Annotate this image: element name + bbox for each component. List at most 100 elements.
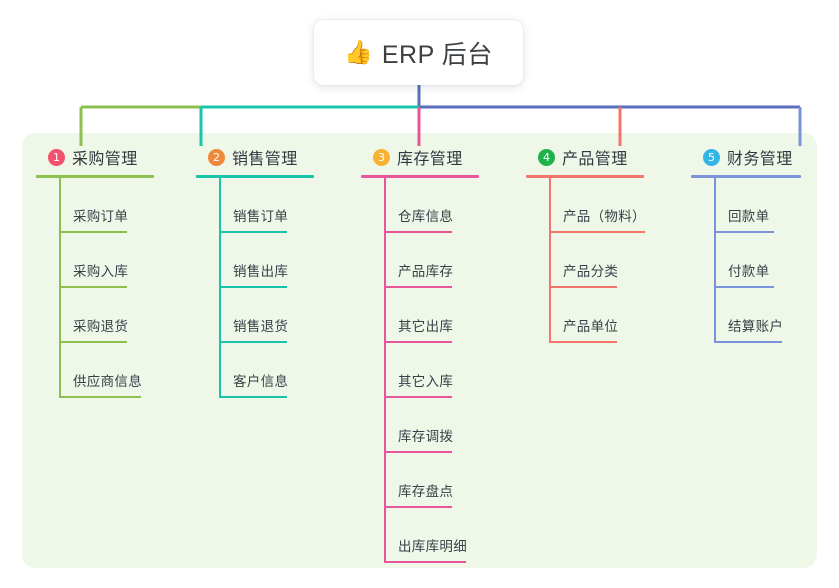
column-库存管理: 3 库存管理仓库信息产品库存其它出库其它入库库存调拨库存盘点出库库明细 (361, 145, 479, 563)
column-items: 产品（物料） 产品分类产品单位 (526, 178, 646, 343)
menu-item-underline (219, 341, 287, 343)
column-title: 产品管理 (562, 151, 628, 168)
menu-item[interactable]: 产品库存 (361, 233, 479, 288)
menu-item-underline (59, 286, 127, 288)
thumbs-up-icon: 👍 (344, 39, 373, 65)
column-trunk-line (219, 178, 221, 398)
column-underline (196, 175, 314, 178)
root-node-title: ERP 后台 (381, 40, 493, 69)
menu-item[interactable]: 采购入库 (36, 233, 154, 288)
root-node-card[interactable]: 👍 ERP 后台 (314, 20, 523, 85)
menu-item-underline (549, 231, 645, 233)
column-title: 财务管理 (727, 151, 793, 168)
menu-item-label: 客户信息 (233, 374, 289, 389)
menu-item-underline (59, 341, 127, 343)
column-header-1[interactable]: 1 采购管理 (36, 145, 154, 169)
column-产品管理: 4 产品管理产品（物料） 产品分类产品单位 (526, 145, 646, 343)
menu-item[interactable]: 产品单位 (526, 288, 644, 343)
menu-item-label: 产品分类 (563, 264, 619, 279)
root-node-content: 👍 ERP 后台 (344, 35, 493, 71)
menu-item-label: 销售出库 (233, 264, 289, 279)
column-badge-3: 3 (373, 148, 390, 166)
menu-item-underline (384, 396, 452, 398)
menu-item[interactable]: 供应商信息 (36, 343, 154, 398)
menu-item-underline (549, 286, 617, 288)
menu-item-underline (59, 396, 141, 398)
menu-item-underline (384, 506, 452, 508)
menu-item-label: 销售退货 (233, 319, 289, 334)
menu-item-underline (219, 396, 287, 398)
diagram-panel (22, 133, 817, 568)
menu-item-label: 回款单 (728, 209, 770, 224)
menu-item-label: 仓库信息 (398, 209, 454, 224)
menu-item-label: 其它出库 (398, 319, 454, 334)
menu-item[interactable]: 产品（物料） (526, 178, 646, 233)
column-underline (691, 175, 801, 178)
column-items: 仓库信息产品库存其它出库其它入库库存调拨库存盘点出库库明细 (361, 178, 479, 563)
menu-item[interactable]: 仓库信息 (361, 178, 479, 233)
column-header-4[interactable]: 4 产品管理 (526, 145, 644, 169)
menu-item-label: 库存盘点 (398, 484, 454, 499)
menu-item[interactable]: 回款单 (691, 178, 801, 233)
menu-item[interactable]: 销售退货 (196, 288, 314, 343)
menu-item[interactable]: 库存调拨 (361, 398, 479, 453)
menu-item-label: 产品单位 (563, 319, 619, 334)
menu-item[interactable]: 销售出库 (196, 233, 314, 288)
menu-item[interactable]: 产品分类 (526, 233, 644, 288)
menu-item-underline (59, 231, 127, 233)
menu-item[interactable]: 采购订单 (36, 178, 154, 233)
column-items: 销售订单销售出库销售退货客户信息 (196, 178, 314, 398)
column-underline (36, 175, 154, 178)
menu-item[interactable]: 其它出库 (361, 288, 479, 343)
menu-item-underline (384, 231, 452, 233)
menu-item-underline (384, 341, 452, 343)
column-trunk-line (714, 178, 716, 343)
column-underline (361, 175, 479, 178)
column-badge-5: 5 (703, 148, 720, 166)
column-trunk-line (384, 178, 386, 563)
menu-item-label: 采购退货 (73, 319, 129, 334)
column-badge-1: 1 (48, 148, 65, 166)
menu-item[interactable]: 采购退货 (36, 288, 154, 343)
menu-item[interactable]: 结算账户 (691, 288, 801, 343)
column-header-5[interactable]: 5 财务管理 (691, 145, 801, 169)
menu-item[interactable]: 付款单 (691, 233, 801, 288)
menu-item-underline (714, 286, 774, 288)
column-header-3[interactable]: 3 库存管理 (361, 145, 479, 169)
menu-item-label: 采购订单 (73, 209, 129, 224)
menu-item-label: 销售订单 (233, 209, 289, 224)
menu-item-label: 产品库存 (398, 264, 454, 279)
column-items: 采购订单采购入库采购退货供应商信息 (36, 178, 154, 398)
menu-item-underline (384, 561, 466, 563)
column-underline (526, 175, 644, 178)
menu-item-underline (549, 341, 617, 343)
column-trunk-line (59, 178, 61, 398)
menu-item-underline (384, 286, 452, 288)
column-badge-4: 4 (538, 148, 555, 166)
menu-item-underline (384, 451, 452, 453)
menu-item[interactable]: 库存盘点 (361, 453, 479, 508)
menu-item-underline (219, 286, 287, 288)
menu-item-label: 付款单 (728, 264, 770, 279)
menu-item-label: 产品（物料） (563, 209, 646, 224)
menu-item[interactable]: 销售订单 (196, 178, 314, 233)
column-trunk-line (549, 178, 551, 343)
menu-item-underline (714, 341, 782, 343)
column-title: 库存管理 (397, 151, 463, 168)
menu-item[interactable]: 其它入库 (361, 343, 479, 398)
menu-item[interactable]: 出库库明细 (361, 508, 479, 563)
menu-item-underline (219, 231, 287, 233)
menu-item-label: 结算账户 (728, 319, 784, 334)
menu-item[interactable]: 客户信息 (196, 343, 314, 398)
column-title: 采购管理 (72, 151, 138, 168)
column-采购管理: 1 采购管理采购订单采购入库采购退货供应商信息 (36, 145, 154, 398)
column-items: 回款单付款单结算账户 (691, 178, 801, 343)
menu-item-label: 供应商信息 (73, 374, 142, 389)
column-财务管理: 5 财务管理回款单付款单结算账户 (691, 145, 801, 343)
menu-item-label: 采购入库 (73, 264, 129, 279)
menu-item-label: 出库库明细 (398, 539, 467, 554)
menu-item-label: 其它入库 (398, 374, 454, 389)
